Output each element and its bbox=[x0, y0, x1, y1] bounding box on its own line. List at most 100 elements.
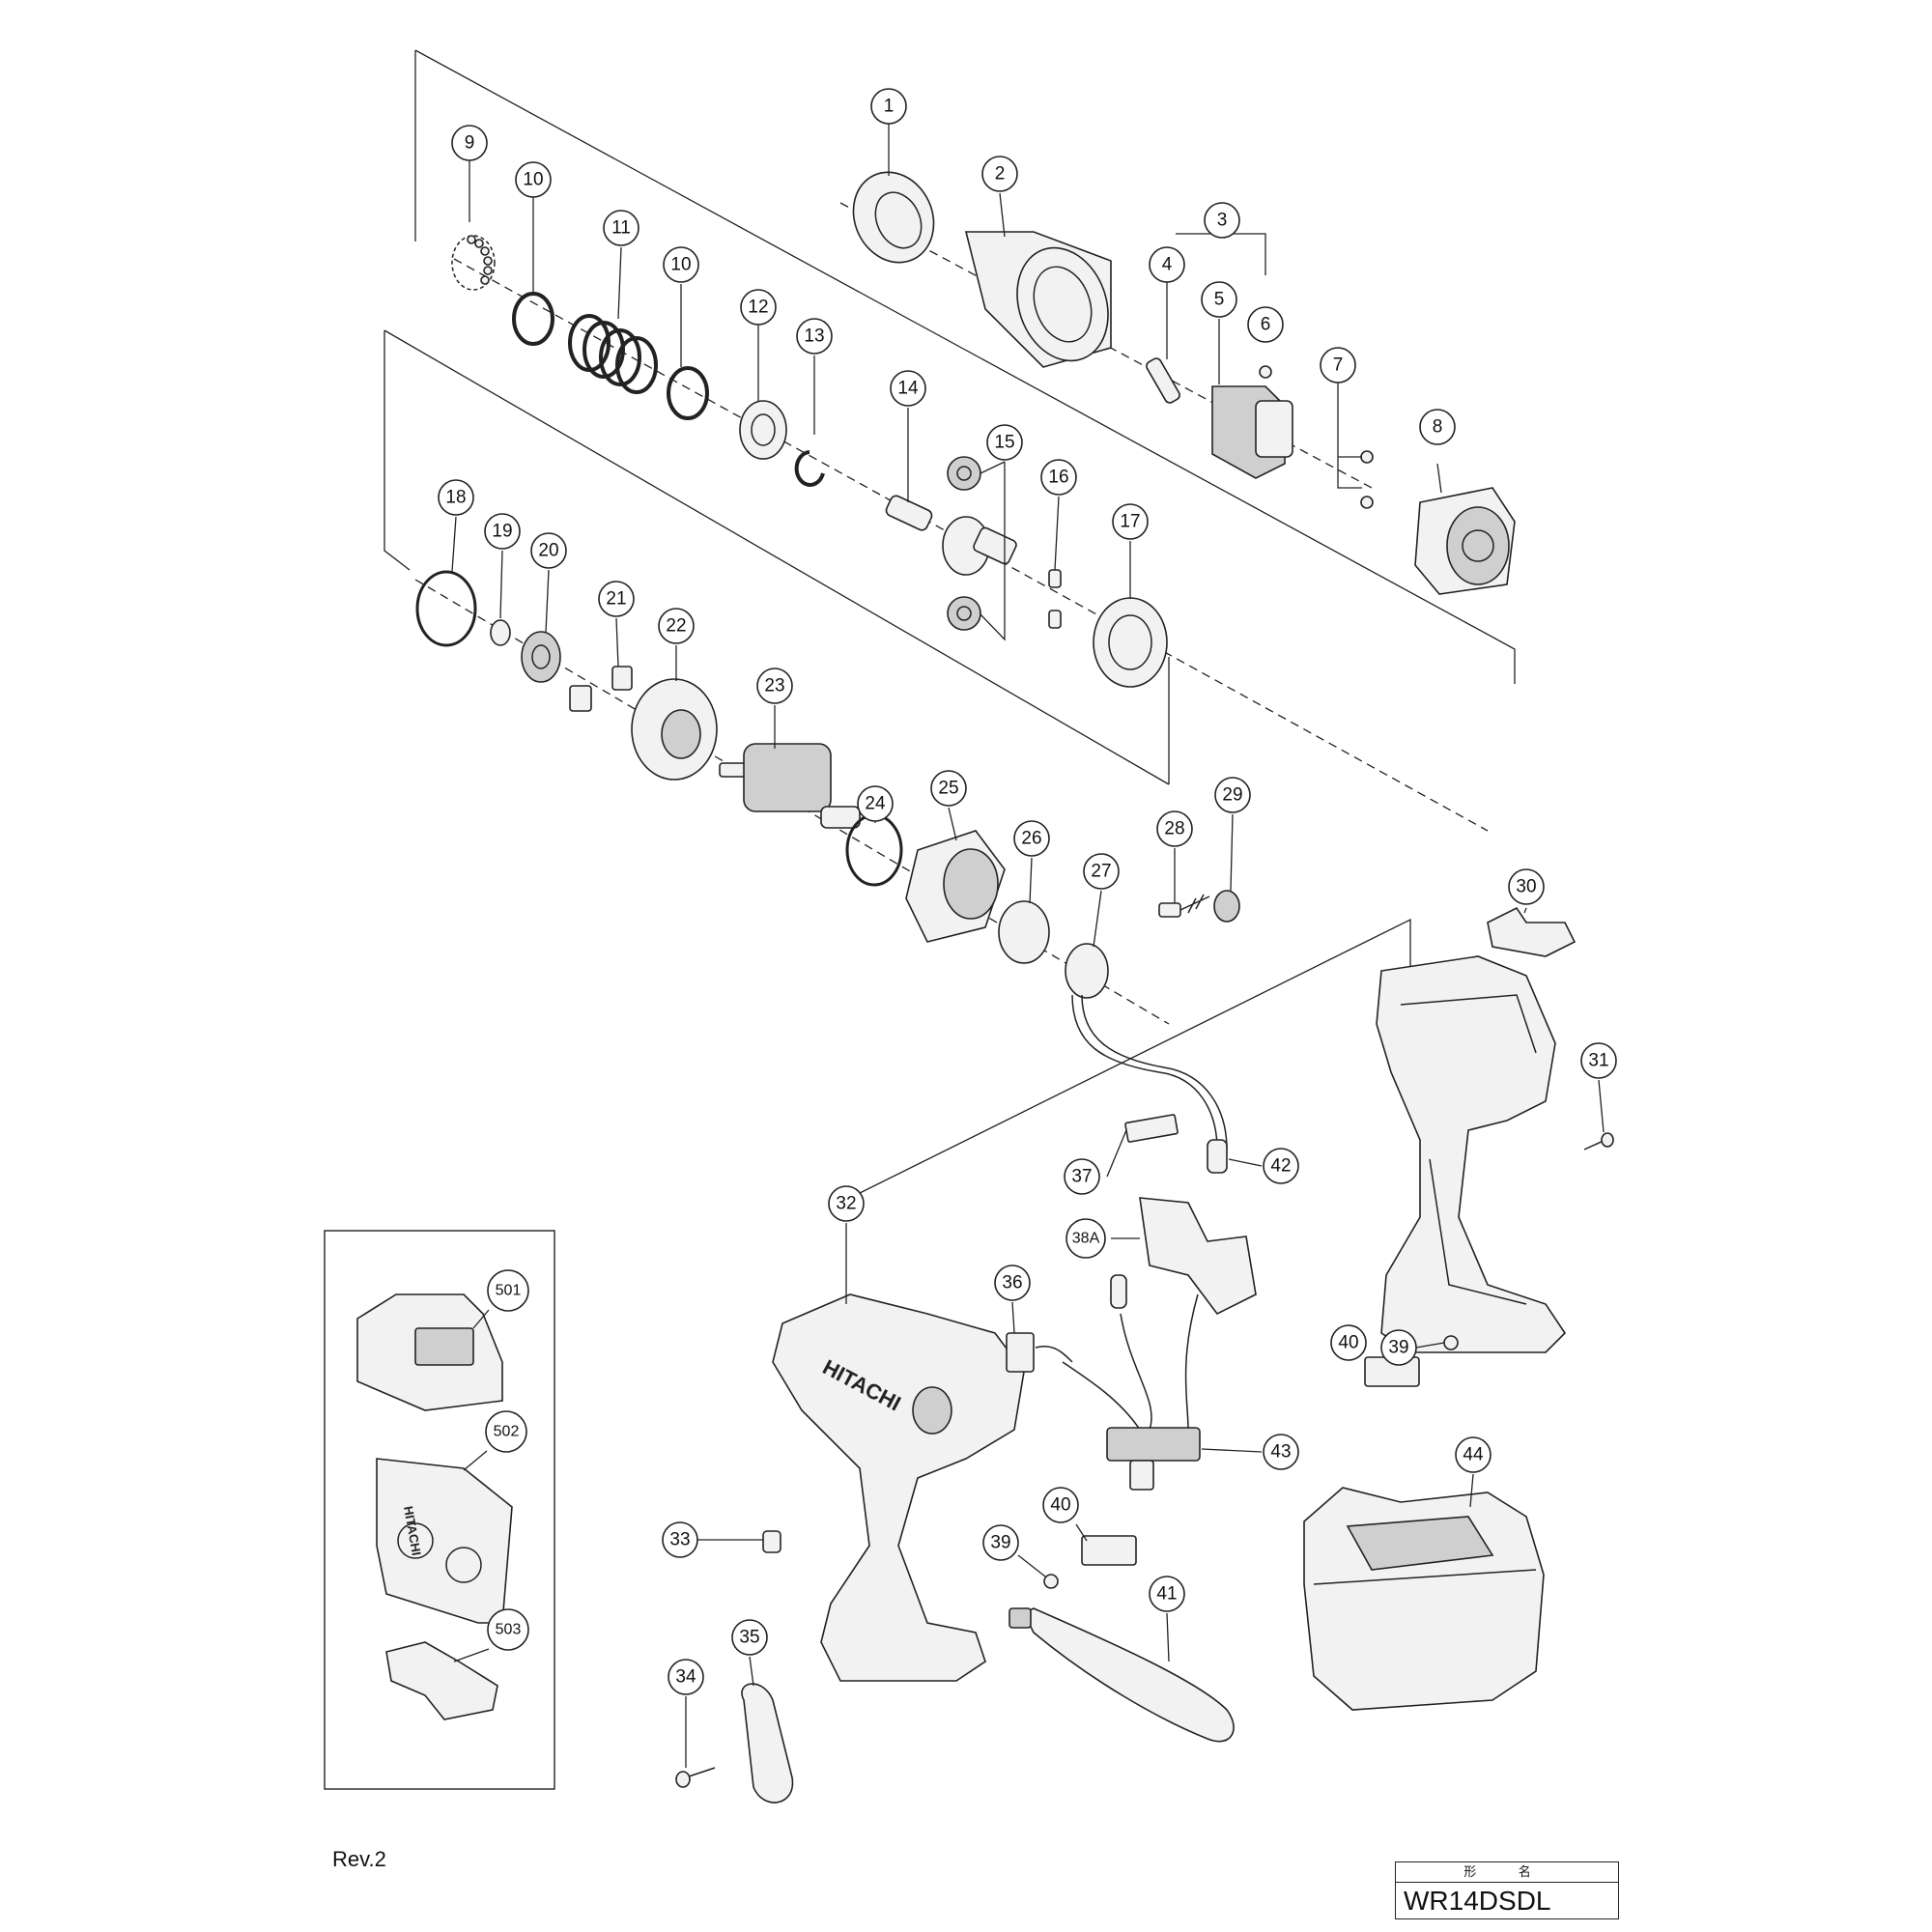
callout-22: 22 bbox=[658, 608, 695, 644]
callout-2: 2 bbox=[981, 156, 1018, 192]
part-13-retaining-ring bbox=[794, 450, 825, 487]
callout-7-label: 7 bbox=[1333, 355, 1344, 376]
callout-41-label: 41 bbox=[1156, 1584, 1177, 1605]
callout-3: 3 bbox=[1204, 202, 1240, 239]
callout-33-label: 33 bbox=[669, 1530, 690, 1550]
callout-1-label: 1 bbox=[884, 97, 895, 117]
callout-15-label: 15 bbox=[994, 433, 1014, 453]
callout-35: 35 bbox=[731, 1619, 768, 1656]
callout-4-label: 4 bbox=[1162, 255, 1173, 275]
callout-32-label: 32 bbox=[836, 1194, 856, 1214]
part-14-spindle bbox=[885, 495, 1017, 576]
callout-16: 16 bbox=[1040, 459, 1077, 496]
part-503-hook bbox=[385, 1641, 498, 1720]
callout-10-a-label: 10 bbox=[523, 170, 543, 190]
callout-26-label: 26 bbox=[1021, 829, 1041, 849]
callout-41: 41 bbox=[1149, 1576, 1185, 1612]
callout-15: 15 bbox=[986, 424, 1023, 461]
part-41-strap bbox=[1009, 1607, 1235, 1743]
callout-39-b: 39 bbox=[982, 1524, 1019, 1561]
part-35-hook bbox=[741, 1683, 794, 1804]
callout-18: 18 bbox=[438, 479, 474, 516]
part-34-screw bbox=[675, 1767, 716, 1788]
callout-17: 17 bbox=[1112, 503, 1149, 540]
part-36-lamp-board bbox=[1006, 1332, 1073, 1373]
part-7-steel-balls bbox=[1360, 450, 1374, 509]
callout-28: 28 bbox=[1156, 810, 1193, 847]
part-11-spring bbox=[568, 314, 658, 394]
callout-2-label: 2 bbox=[995, 164, 1006, 185]
model-title-box: 形 名 WR14DSDL bbox=[1395, 1861, 1619, 1919]
callout-12: 12 bbox=[740, 289, 777, 326]
callout-11: 11 bbox=[603, 210, 639, 246]
part-27-sensor-board bbox=[1065, 943, 1228, 1151]
assembly-frame-lines bbox=[384, 49, 1516, 1221]
callout-5: 5 bbox=[1201, 281, 1237, 318]
callout-9-label: 9 bbox=[465, 133, 475, 154]
callout-19-label: 19 bbox=[492, 522, 512, 542]
callout-32: 32 bbox=[828, 1185, 865, 1222]
callout-29: 29 bbox=[1214, 777, 1251, 813]
part-29-cap bbox=[1213, 890, 1240, 923]
callout-40-a-label: 40 bbox=[1338, 1333, 1358, 1353]
callout-14: 14 bbox=[890, 370, 926, 407]
callout-36: 36 bbox=[994, 1264, 1031, 1301]
callout-22-label: 22 bbox=[666, 616, 686, 637]
callout-21: 21 bbox=[598, 581, 635, 617]
callout-6-label: 6 bbox=[1261, 315, 1271, 335]
callout-20-label: 20 bbox=[538, 541, 558, 561]
callout-28-label: 28 bbox=[1164, 819, 1184, 839]
part-17-internal-gear bbox=[1093, 597, 1168, 688]
callout-30: 30 bbox=[1508, 868, 1545, 905]
part-21-damper bbox=[569, 666, 633, 712]
part-4-5-6-anvil-set bbox=[1146, 357, 1293, 479]
callout-24-label: 24 bbox=[865, 794, 886, 814]
callout-26: 26 bbox=[1013, 820, 1050, 857]
callout-8: 8 bbox=[1419, 409, 1456, 445]
part-19-washer bbox=[490, 619, 511, 646]
callout-13: 13 bbox=[796, 318, 833, 355]
part-25-stator bbox=[905, 830, 1006, 943]
callout-27: 27 bbox=[1083, 853, 1120, 890]
callout-25-label: 25 bbox=[938, 779, 958, 799]
callout-24: 24 bbox=[857, 785, 894, 822]
callout-43: 43 bbox=[1263, 1434, 1299, 1470]
part-23-rotor bbox=[719, 743, 861, 829]
housing-a: HITACHI bbox=[772, 1293, 1025, 1682]
part-18-o-ring bbox=[415, 570, 477, 647]
callout-502-label: 502 bbox=[494, 1424, 520, 1440]
callout-11-label: 11 bbox=[611, 218, 631, 239]
callout-44-label: 44 bbox=[1463, 1445, 1484, 1465]
callout-44: 44 bbox=[1455, 1436, 1492, 1473]
callout-502: 502 bbox=[485, 1410, 527, 1453]
callout-31: 31 bbox=[1580, 1042, 1617, 1079]
part-39-nut-a bbox=[1443, 1335, 1459, 1350]
callout-10-b-label: 10 bbox=[670, 255, 691, 275]
callout-42: 42 bbox=[1263, 1148, 1299, 1184]
callout-35-label: 35 bbox=[739, 1628, 759, 1648]
model-header: 形 名 bbox=[1396, 1862, 1618, 1883]
callout-40-a: 40 bbox=[1330, 1324, 1367, 1361]
callout-34-label: 34 bbox=[675, 1667, 696, 1688]
callout-39-a-label: 39 bbox=[1388, 1338, 1408, 1358]
callout-leaders bbox=[451, 124, 1605, 1768]
callout-9: 9 bbox=[451, 125, 488, 161]
callout-501: 501 bbox=[487, 1269, 529, 1312]
callout-14-label: 14 bbox=[897, 379, 919, 399]
callout-20: 20 bbox=[530, 532, 567, 569]
callout-4: 4 bbox=[1149, 246, 1185, 283]
part-24-washer bbox=[845, 813, 903, 887]
part-38a-switch bbox=[1110, 1197, 1257, 1316]
callout-8-label: 8 bbox=[1433, 417, 1443, 438]
part-20-ball-bearing bbox=[521, 631, 561, 683]
callout-40-b-label: 40 bbox=[1050, 1495, 1070, 1516]
callout-43-label: 43 bbox=[1270, 1442, 1291, 1463]
part-31-tapping-screw bbox=[1583, 1132, 1614, 1151]
part-502-case: HITACHI bbox=[376, 1458, 513, 1624]
callout-30-label: 30 bbox=[1516, 877, 1536, 897]
callout-501-label: 501 bbox=[496, 1283, 522, 1299]
callout-12-label: 12 bbox=[748, 298, 768, 318]
model-name: WR14DSDL bbox=[1404, 1886, 1551, 1916]
part-30-name-plate bbox=[1487, 906, 1577, 957]
